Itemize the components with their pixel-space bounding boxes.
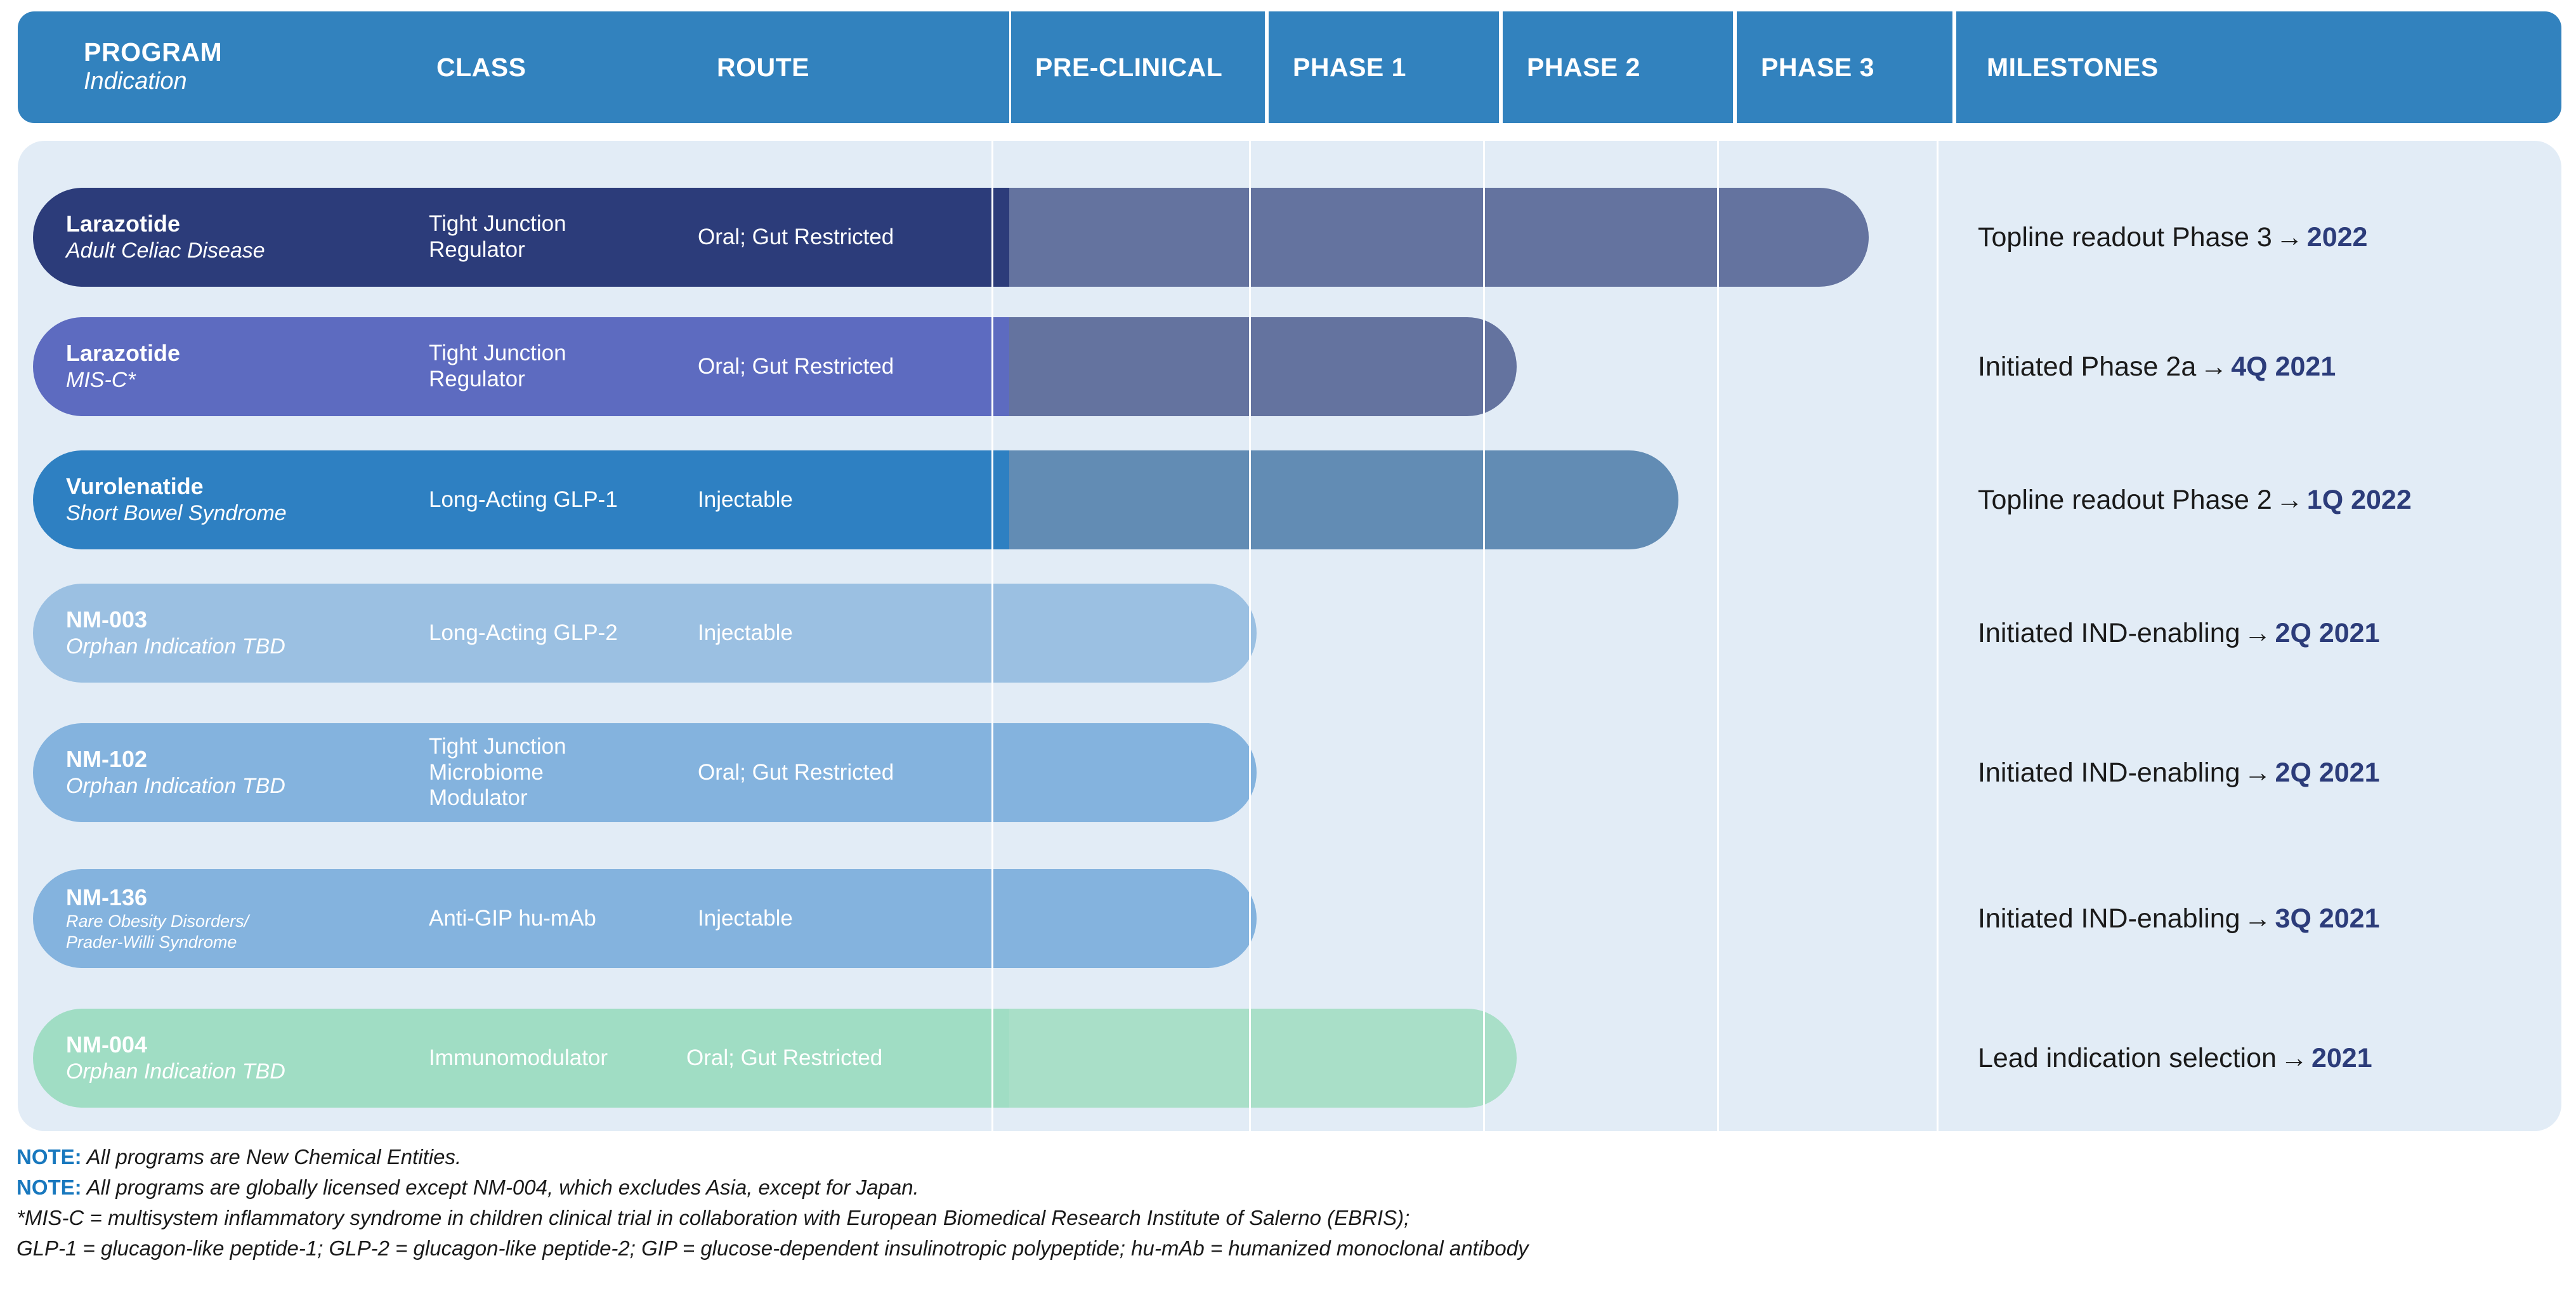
route-cell: Oral; Gut Restricted: [686, 1045, 883, 1070]
program-capsule: Vurolenatide Short Bowel Syndrome Long-A…: [33, 450, 1009, 549]
phase-bar: [1009, 1009, 1517, 1108]
class-cell: Long-Acting GLP-2: [429, 620, 618, 645]
arrow-icon: →: [2275, 484, 2303, 515]
note-item: NOTE: All programs are globally licensed…: [16, 1175, 919, 1199]
route-cell: Injectable: [698, 905, 793, 931]
header-class: CLASS: [411, 11, 684, 123]
milestone-text: Initiated Phase 2a: [1978, 351, 2197, 382]
milestone-cell: Initiated IND-enabling → 2Q 2021: [1978, 723, 2574, 822]
route-cell: Injectable: [698, 487, 793, 512]
header-program-title: PROGRAM: [84, 37, 223, 67]
route-cell: Oral; Gut Restricted: [698, 224, 894, 249]
phase-bar: [1009, 188, 1869, 287]
phase-bar: [1009, 723, 1257, 822]
milestone-text: Lead indication selection: [1978, 1042, 2277, 1073]
milestone-date: 2Q 2021: [2275, 617, 2380, 648]
milestone-text: Initiated IND-enabling: [1978, 903, 2240, 934]
phase-bar: [1009, 869, 1257, 968]
milestone-date: 2021: [2311, 1042, 2372, 1073]
milestone-cell: Initiated Phase 2a → 4Q 2021: [1978, 317, 2574, 416]
program-capsule: Larazotide Adult Celiac Disease Tight Ju…: [33, 188, 1009, 287]
milestone-cell: Initiated IND-enabling → 3Q 2021: [1978, 869, 2574, 968]
phase-bar: [1009, 450, 1678, 549]
program-cell: NM-004 Orphan Indication TBD: [66, 1032, 285, 1084]
milestone-text: Initiated IND-enabling: [1978, 757, 2240, 788]
milestone-text: Topline readout Phase 2: [1978, 484, 2272, 515]
program-capsule: NM-102 Orphan Indication TBD Tight Junct…: [33, 723, 1009, 822]
milestone-date: 2022: [2306, 221, 2368, 252]
pipeline-body: Larazotide Adult Celiac Disease Tight Ju…: [18, 141, 2561, 1131]
arrow-icon: →: [2200, 351, 2228, 382]
program-capsule: NM-004 Orphan Indication TBD Immunomodul…: [33, 1009, 1009, 1108]
milestone-text: Topline readout Phase 3: [1978, 221, 2272, 252]
milestone-cell: Topline readout Phase 2 → 1Q 2022: [1978, 450, 2574, 549]
header-program: PROGRAM Indication: [18, 11, 411, 123]
footnotes: NOTE: All programs are New Chemical Enti…: [16, 1142, 2490, 1263]
program-capsule: NM-003 Orphan Indication TBD Long-Acting…: [33, 584, 1009, 683]
phase-bar: [1009, 584, 1257, 683]
header-phase-preclinical: PRE-CLINICAL: [1011, 11, 1265, 123]
header-milestones: MILESTONES: [1956, 11, 2561, 123]
program-cell: Larazotide Adult Celiac Disease: [66, 211, 265, 263]
indication-line: Rare Obesity Disorders/Prader-Willi Synd…: [66, 912, 249, 952]
milestone-cell: Topline readout Phase 3 → 2022: [1978, 188, 2574, 287]
arrow-icon: →: [2244, 617, 2272, 648]
note-item: NOTE: All programs are New Chemical Enti…: [16, 1145, 462, 1169]
header-phase-1: PHASE 1: [1269, 11, 1499, 123]
gridline-milestones: [1937, 141, 1939, 1131]
milestone-cell: Lead indication selection → 2021: [1978, 1009, 2574, 1108]
arrow-icon: →: [2244, 757, 2272, 788]
program-cell: NM-136 Rare Obesity Disorders/Prader-Wil…: [33, 884, 407, 953]
class-cell: Anti-GIP hu-mAb: [429, 905, 596, 931]
program-cell: Larazotide MIS-C*: [66, 340, 181, 392]
note-item: *MIS-C = multisystem inflammatory syndro…: [16, 1205, 1410, 1229]
class-cell: Long-Acting GLP-1: [429, 487, 618, 512]
milestone-date: 4Q 2021: [2231, 351, 2336, 382]
header-route: ROUTE: [684, 11, 1009, 123]
gridline-preclinical: [991, 141, 993, 1131]
class-cell: Immunomodulator: [429, 1045, 608, 1070]
program-cell: NM-102 Orphan Indication TBD: [66, 746, 285, 798]
arrow-icon: →: [2244, 903, 2272, 934]
milestone-date: 1Q 2022: [2306, 484, 2412, 515]
route-cell: Oral; Gut Restricted: [698, 759, 894, 785]
gridline-phase3: [1717, 141, 1719, 1131]
route-cell: Injectable: [698, 620, 793, 645]
program-capsule: NM-136 Rare Obesity Disorders/Prader-Wil…: [33, 869, 1009, 968]
phase-bar: [1009, 317, 1517, 416]
program-cell: Vurolenatide Short Bowel Syndrome: [66, 473, 287, 525]
header-phase-3: PHASE 3: [1737, 11, 1952, 123]
gridline-phase1: [1249, 141, 1251, 1131]
table-header: PROGRAM Indication CLASS ROUTE PRE-CLINI…: [18, 11, 2561, 123]
arrow-icon: →: [2280, 1042, 2308, 1073]
arrow-icon: →: [2275, 221, 2303, 252]
header-phase-2: PHASE 2: [1503, 11, 1733, 123]
route-cell: Oral; Gut Restricted: [698, 353, 894, 379]
milestone-date: 3Q 2021: [2275, 903, 2380, 934]
milestone-date: 2Q 2021: [2275, 757, 2380, 788]
note-item: GLP-1 = glucagon-like peptide-1; GLP-2 =…: [16, 1236, 1529, 1260]
program-cell: NM-003 Orphan Indication TBD: [66, 606, 285, 658]
gridline-phase2: [1483, 141, 1485, 1131]
milestone-text: Initiated IND-enabling: [1978, 617, 2240, 648]
header-program-subtitle: Indication: [84, 68, 187, 95]
milestone-cell: Initiated IND-enabling → 2Q 2021: [1978, 584, 2574, 683]
